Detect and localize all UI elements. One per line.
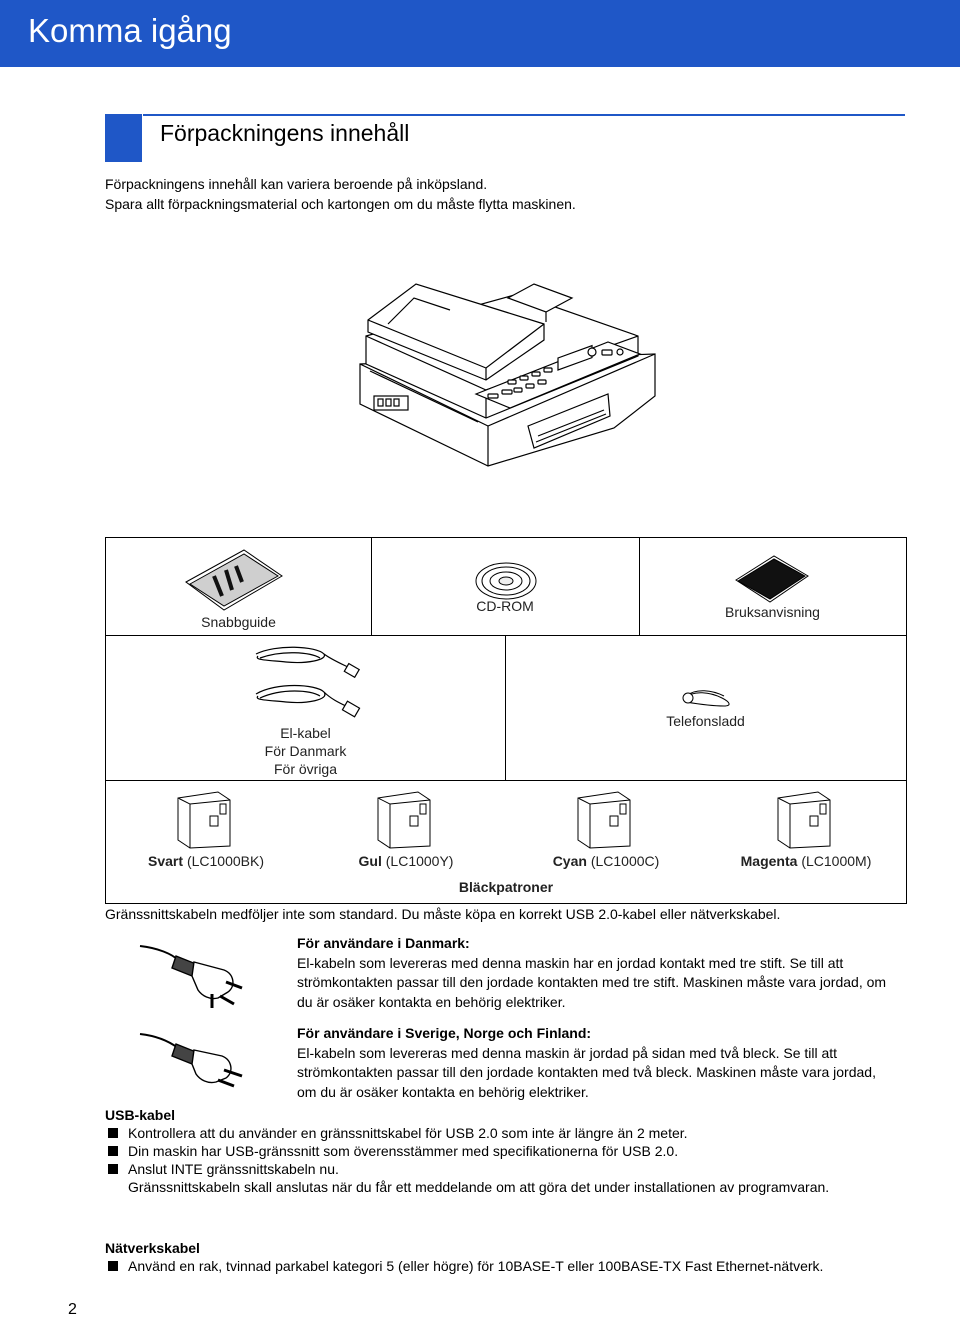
nordic-plug-illustration [139, 1033, 243, 1088]
manual-illustration [735, 555, 809, 603]
intro-text: Förpackningens innehåll kan variera bero… [105, 174, 576, 214]
grid-divider [505, 635, 506, 780]
header-bar: Komma igång [0, 0, 960, 67]
cartridge-black-illustration [177, 791, 231, 849]
bullet-icon [108, 1128, 118, 1138]
grid-divider [106, 780, 906, 781]
grid-divider [106, 635, 906, 636]
usb-section: USB-kabel Kontrollera att du använder en… [105, 1106, 905, 1196]
cartridge-black-name: Svart [148, 853, 184, 869]
power-cord-other: För övriga [273, 761, 338, 777]
network-heading: Nätverkskabel [105, 1240, 200, 1256]
power-user-notes: För användare i Danmark: El-kabeln som l… [297, 934, 897, 1102]
bullet-icon [108, 1164, 118, 1174]
cartridge-cyan-illustration [577, 791, 631, 849]
grid-divider [371, 538, 372, 635]
list-item: Anslut INTE gränssnittskabeln nu. [105, 1160, 905, 1178]
bullet-icon [108, 1146, 118, 1156]
cartridge-cyan-name: Cyan [552, 853, 587, 869]
cartridge-black-code: (LC1000BK) [186, 853, 264, 869]
cartridges-label: Bläckpatroner [458, 879, 554, 895]
grid-divider [639, 538, 640, 635]
list-item: Kontrollera att du använder en gränssnit… [105, 1124, 905, 1142]
cartridge-magenta-name: Magenta [740, 853, 798, 869]
printer-illustration [358, 276, 660, 481]
section-tab [105, 114, 142, 162]
denmark-text: El-kabeln som levereras med denna maskin… [297, 954, 887, 1010]
section-rule [143, 114, 905, 116]
bullet-icon [108, 1261, 118, 1271]
section-title: Förpackningens innehåll [160, 120, 410, 146]
quick-guide-illustration [185, 549, 283, 611]
power-cord-illustration [255, 646, 361, 718]
cartridge-yellow-code: (LC1000Y) [385, 853, 454, 869]
manual-label: Bruksanvisning [725, 604, 820, 620]
cartridge-cyan-label: Cyan (LC1000C) [506, 853, 706, 869]
power-cord-title: El-kabel [280, 725, 331, 741]
contents-grid: Snabbguide CD-ROM Bruksanvisning El-kabe… [105, 537, 907, 904]
danish-plug-illustration [139, 945, 243, 1008]
cdrom-label: CD-ROM [476, 598, 534, 614]
cartridge-cyan-code: (LC1000C) [590, 853, 660, 869]
cartridge-black-label: Svart (LC1000BK) [106, 853, 306, 869]
cdrom-icon [475, 562, 537, 600]
list-item: Använd en rak, tvinnad parkabel kategori… [105, 1257, 888, 1275]
interface-note: Gränssnittskabeln medföljer inte som sta… [105, 906, 781, 922]
cartridge-magenta-label: Magenta (LC1000M) [706, 853, 906, 869]
nordic-heading: För användare i Sverige, Norge och Finla… [297, 1025, 592, 1041]
page-title: Komma igång [28, 12, 232, 49]
cartridge-yellow-illustration [377, 791, 431, 849]
list-item: Din maskin har USB-gränssnitt som överen… [105, 1142, 905, 1160]
intro-line: Spara allt förpackningsmaterial och kart… [105, 196, 576, 212]
list-item-text: Anslut INTE gränssnittskabeln nu. [128, 1161, 339, 1177]
nordic-text: El-kabeln som levereras med denna maskin… [297, 1044, 876, 1100]
list-item-text: Kontrollera att du använder en gränssnit… [128, 1125, 688, 1141]
usb-continuation: Gränssnittskabeln skall anslutas när du … [128, 1179, 830, 1195]
page-number: 2 [68, 1301, 77, 1318]
quick-guide-label: Snabbguide [201, 614, 276, 630]
phone-cord-label: Telefonsladd [666, 713, 745, 729]
cartridge-magenta-code: (LC1000M) [801, 853, 872, 869]
cartridge-magenta-illustration [777, 791, 831, 849]
cartridge-yellow-name: Gul [358, 853, 382, 869]
denmark-heading: För användare i Danmark: [297, 935, 470, 951]
list-item-text: Använd en rak, tvinnad parkabel kategori… [128, 1258, 824, 1274]
phone-cord-illustration [682, 690, 730, 707]
intro-line: Förpackningens innehåll kan variera bero… [105, 176, 488, 192]
list-item-text: Din maskin har USB-gränssnitt som överen… [128, 1143, 679, 1159]
network-section: Nätverkskabel Använd en rak, tvinnad par… [105, 1239, 905, 1275]
power-cord-label: El-kabel För Danmark För övriga [106, 724, 505, 778]
usb-heading: USB-kabel [105, 1107, 176, 1123]
power-cord-denmark: För Danmark [264, 743, 347, 759]
cartridge-yellow-label: Gul (LC1000Y) [306, 853, 506, 869]
